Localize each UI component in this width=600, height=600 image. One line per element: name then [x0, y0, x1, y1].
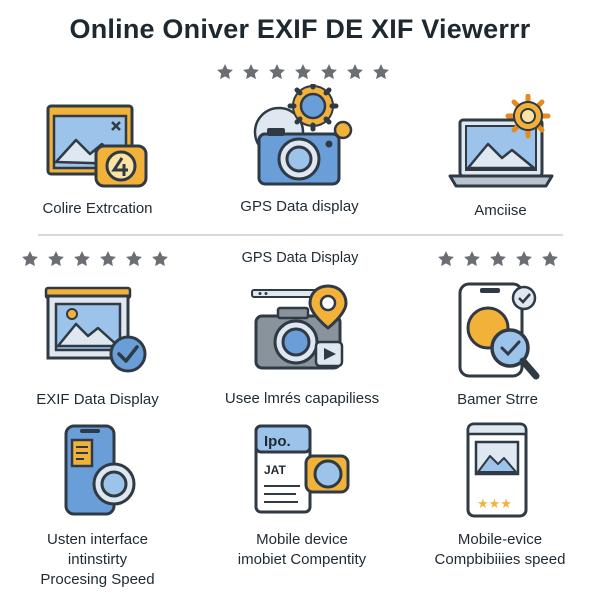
- section-heading: GPS Data Display: [241, 250, 359, 266]
- right-rating-star-icon: [516, 251, 532, 267]
- top-rating-star-icon: [269, 64, 285, 80]
- right-rating-star-icon: [490, 251, 506, 267]
- camera-with-gear-icon: [253, 84, 353, 186]
- top-rating-star-icon: [217, 64, 233, 80]
- feature-label-7-line-1: Usten interface: [47, 531, 148, 548]
- left-rating-star-icon: [74, 251, 90, 267]
- top-rating-star-icon: [321, 64, 337, 80]
- phone-with-landscape-and-stars-icon: ★★★: [466, 422, 528, 518]
- left-rating-star-icon: [48, 251, 64, 267]
- feature-label-7-line-2: intinstirty: [67, 551, 128, 568]
- page-title: Online Oniver EXIF DE XIF Viewerrr: [69, 14, 531, 44]
- left-rating-star-icon: [100, 251, 116, 267]
- feature-label-6: Bamer Strre: [457, 391, 538, 408]
- card-title-text: Ipo.: [264, 433, 291, 450]
- feature-label-3: Amciise: [474, 202, 527, 219]
- feature-label-1: Colire Extrcation: [42, 200, 153, 217]
- right-rating-star-icon: [464, 251, 480, 267]
- feature-label-9-line-2: Compbibiiies speed: [434, 551, 566, 568]
- left-rating-star-icon: [152, 251, 168, 267]
- feature-label-4: EXIF Data Display: [36, 391, 159, 408]
- feature-label-7-line-3: Procesing Speed: [40, 571, 155, 588]
- feature-label-7: Usten interface intinstirty Procesing Sp…: [10, 530, 185, 590]
- card-subtitle-text: JAT: [264, 463, 286, 477]
- top-rating-star-icon: [373, 64, 389, 80]
- top-rating-star-icon: [243, 64, 259, 80]
- top-rating-star-icon: [347, 64, 363, 80]
- document-card-with-lens-icon: Ipo. JAT: [254, 424, 350, 514]
- top-star-rating: [215, 62, 391, 82]
- camera-with-location-pin-icon: [251, 284, 348, 370]
- feature-label-5: Usee lmrés capapiliess: [224, 390, 380, 407]
- phone-with-lens-icon: [64, 424, 136, 516]
- feature-label-9: Mobile-evice Compbibiiies speed: [405, 530, 595, 570]
- laptop-with-sun-gear-icon: [448, 94, 554, 188]
- right-rating-star-icon: [542, 251, 558, 267]
- right-star-rating: [436, 249, 560, 269]
- feature-label-9-line-1: Mobile-evice: [457, 531, 543, 548]
- section-divider: [38, 234, 563, 236]
- feature-label-8: Mobile device imobiet Compentity: [207, 530, 397, 570]
- svg-text:★★★: ★★★: [477, 497, 512, 512]
- image-with-checkmark-icon: [44, 286, 147, 373]
- left-rating-star-icon: [22, 251, 38, 267]
- image-frame-with-number-badge-icon: [46, 104, 148, 188]
- left-rating-star-icon: [126, 251, 142, 267]
- phone-with-magnifier-icon: [458, 282, 540, 380]
- feature-label-8-line-1: Mobile device: [256, 531, 348, 548]
- feature-label-8-line-2: imobiet Compentity: [237, 551, 367, 568]
- left-star-rating: [20, 249, 170, 269]
- right-rating-star-icon: [438, 251, 454, 267]
- top-rating-star-icon: [295, 64, 311, 80]
- feature-label-2: GPS Data display: [240, 198, 359, 215]
